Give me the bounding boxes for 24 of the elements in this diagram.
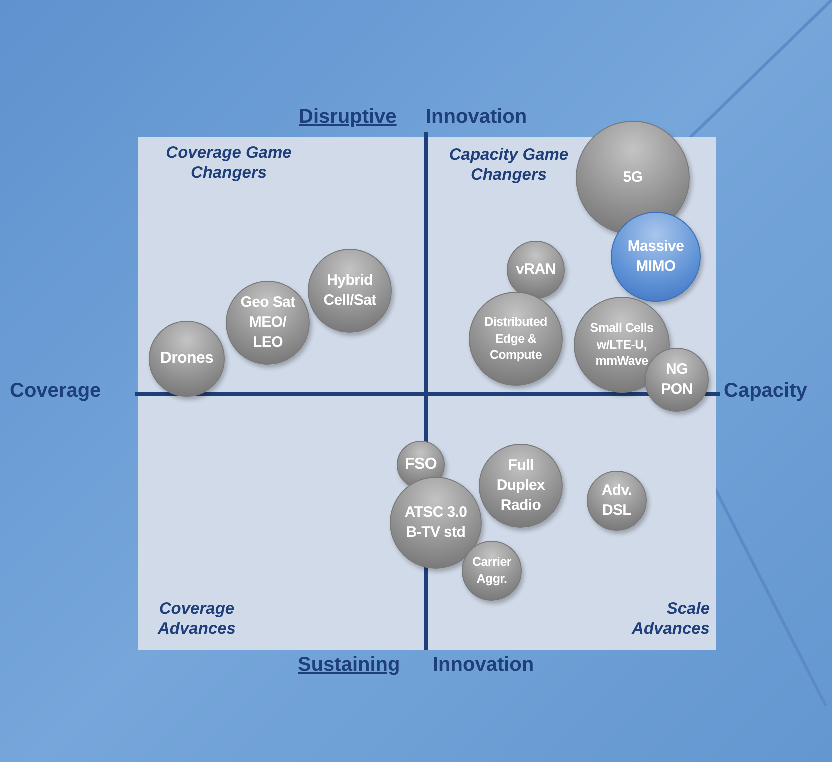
axis-label: Capacity xyxy=(724,380,808,403)
bubble-label: Massive MIMO xyxy=(626,236,686,277)
bubble-label: Carrier Aggr. xyxy=(472,554,512,588)
bubble-label: Hybrid Cell/Sat xyxy=(322,270,378,311)
bubble-label: FSO xyxy=(404,455,438,476)
axis-label: Innovation xyxy=(433,654,534,677)
bubble-label: Geo Sat MEO/ LEO xyxy=(240,292,296,354)
bubble-label: NG PON xyxy=(660,360,694,400)
bubble-label: Small Cells w/LTE-U, mmWave xyxy=(589,320,655,370)
quadrant-title: Coverage Game Changers xyxy=(165,144,293,184)
axis-label: Coverage xyxy=(10,380,102,403)
quadrant-title: Capacity Game Changers xyxy=(448,146,570,186)
bubble-label: ATSC 3.0 B-TV std xyxy=(404,502,468,543)
quadrant-title: Scale Advances xyxy=(630,600,710,640)
bubble-label: Distributed Edge & Compute xyxy=(484,314,548,364)
axis-label: Innovation xyxy=(426,106,528,129)
axis-label: Disruptive xyxy=(299,106,397,129)
bubble-label: Full Duplex Radio xyxy=(496,456,546,516)
bubble-label: 5G xyxy=(622,168,644,188)
bubble-label: vRAN xyxy=(515,260,557,280)
quadrant-title: Coverage Advances xyxy=(156,600,237,640)
axis-label: Sustaining xyxy=(298,654,400,677)
bubble-label: Drones xyxy=(159,349,215,370)
bubble-label: Adv. DSL xyxy=(600,480,634,521)
